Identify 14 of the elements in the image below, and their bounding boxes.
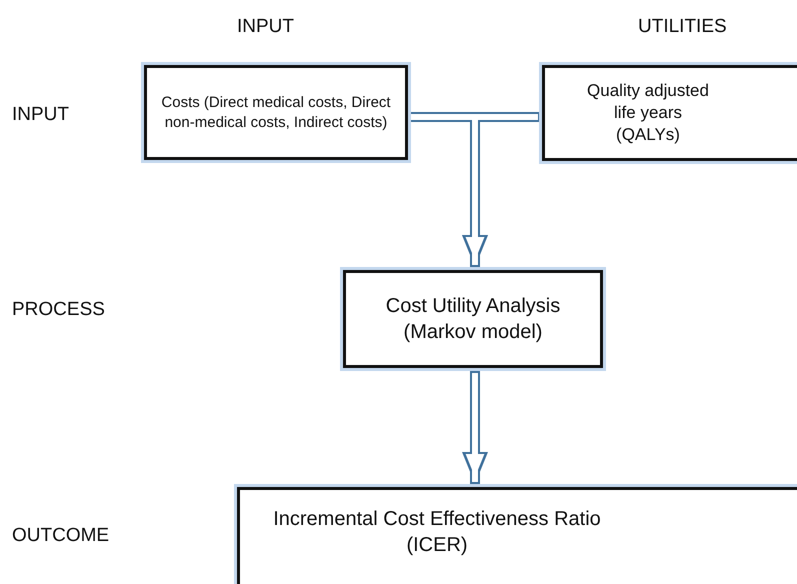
- column-heading: INPUT: [237, 16, 294, 38]
- process-box: [542, 65, 797, 161]
- box-text: Cost Utility Analysis (Markov model): [384, 294, 562, 345]
- process-box: [144, 65, 408, 160]
- process-box: [237, 487, 797, 584]
- hollow-arrow: [462, 371, 488, 484]
- row-heading: PROCESS: [12, 299, 105, 321]
- row-heading: INPUT: [12, 104, 69, 126]
- process-box: [343, 270, 603, 368]
- box-text: Quality adjusted life years (QALYs): [586, 80, 710, 146]
- box-text: Costs (Direct medical costs, Direct non-medical costs, Indirect costs): [161, 93, 391, 132]
- row-heading: OUTCOME: [12, 525, 110, 547]
- box-text: Incremental Cost Effectiveness Ratio (ICER): [272, 507, 602, 558]
- column-heading: UTILITIES: [638, 16, 727, 38]
